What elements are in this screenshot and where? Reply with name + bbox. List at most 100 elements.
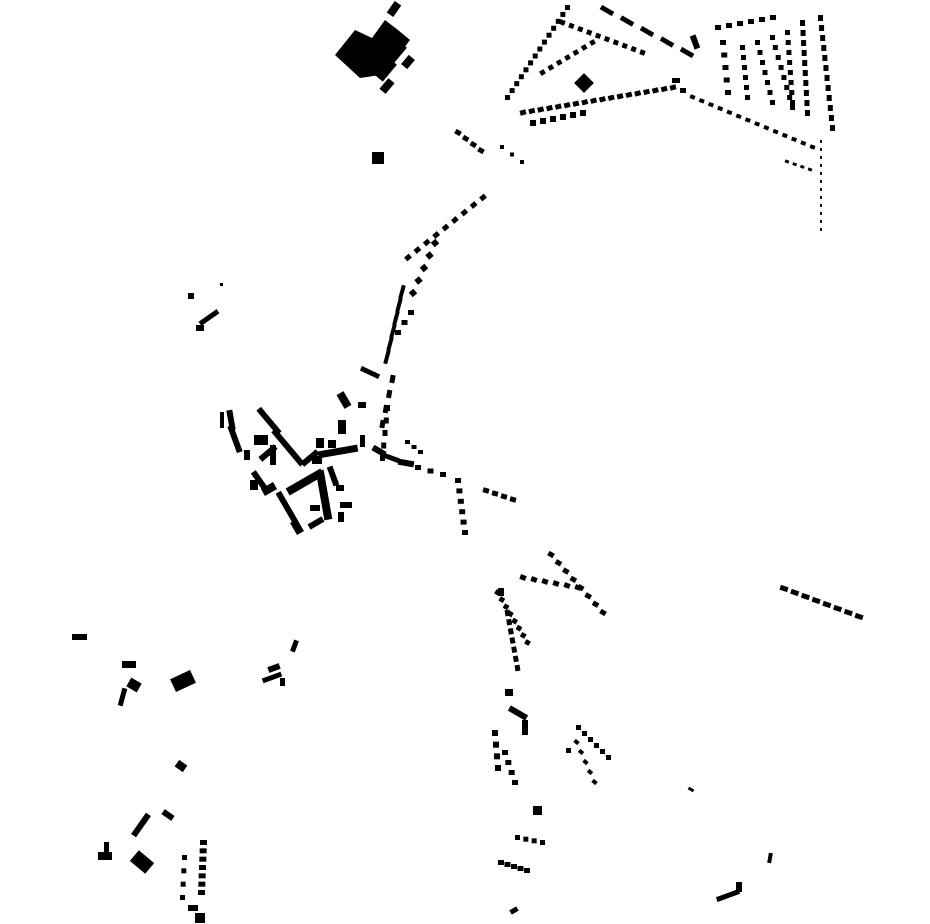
building xyxy=(379,451,401,464)
building xyxy=(500,145,504,149)
building xyxy=(505,760,512,765)
building xyxy=(800,30,806,36)
building xyxy=(220,283,223,286)
building xyxy=(450,216,459,224)
building xyxy=(562,567,570,575)
building xyxy=(745,95,750,100)
building xyxy=(72,634,87,640)
building xyxy=(523,836,529,842)
building xyxy=(360,435,365,447)
building xyxy=(500,493,508,500)
building xyxy=(386,336,394,352)
building xyxy=(188,293,194,299)
building xyxy=(803,80,809,86)
building xyxy=(672,78,680,83)
building xyxy=(659,36,675,48)
building xyxy=(460,519,467,525)
building xyxy=(261,671,283,684)
building xyxy=(541,39,547,45)
building xyxy=(196,325,204,331)
building xyxy=(267,663,281,673)
building xyxy=(775,55,781,60)
building xyxy=(811,596,821,605)
building xyxy=(569,575,578,584)
building xyxy=(539,69,546,76)
building xyxy=(336,391,352,409)
building xyxy=(379,78,395,94)
building xyxy=(689,94,696,100)
building xyxy=(519,574,527,581)
building xyxy=(328,440,336,448)
building xyxy=(568,22,575,30)
building xyxy=(440,472,446,477)
building xyxy=(804,100,810,106)
building xyxy=(725,90,731,95)
building xyxy=(430,238,440,248)
building xyxy=(441,223,450,232)
building xyxy=(244,450,250,460)
building xyxy=(577,25,584,33)
building xyxy=(530,576,538,583)
building xyxy=(198,890,205,895)
building xyxy=(722,65,729,70)
building xyxy=(781,75,787,80)
building xyxy=(411,445,417,449)
building xyxy=(515,624,523,632)
building xyxy=(315,469,333,521)
building xyxy=(824,75,830,81)
building xyxy=(461,134,470,143)
building xyxy=(338,420,346,434)
building xyxy=(767,90,773,95)
building xyxy=(770,15,776,20)
building xyxy=(591,778,598,786)
building xyxy=(721,52,728,58)
building xyxy=(507,627,514,635)
building xyxy=(574,584,582,591)
building xyxy=(519,631,527,639)
building xyxy=(715,25,721,30)
building xyxy=(570,112,576,118)
building xyxy=(789,90,795,95)
buildings-layer xyxy=(72,0,864,923)
building xyxy=(781,132,788,139)
building xyxy=(830,125,835,131)
building xyxy=(582,731,587,736)
building xyxy=(566,748,571,753)
building xyxy=(415,465,421,470)
building xyxy=(547,550,555,559)
building xyxy=(744,117,751,123)
building xyxy=(826,95,832,101)
building xyxy=(408,310,414,315)
building xyxy=(820,196,822,199)
building xyxy=(588,737,593,742)
building xyxy=(737,21,743,26)
building xyxy=(340,502,352,508)
building xyxy=(770,35,775,40)
building xyxy=(405,440,410,444)
building xyxy=(380,455,385,461)
building xyxy=(316,438,324,448)
building xyxy=(598,96,606,103)
building xyxy=(800,20,805,26)
building xyxy=(784,85,790,90)
building xyxy=(531,838,537,844)
building xyxy=(759,17,765,22)
building xyxy=(547,64,555,71)
building xyxy=(515,835,520,840)
building xyxy=(395,297,403,313)
building xyxy=(432,231,441,239)
building xyxy=(492,730,498,736)
building xyxy=(805,110,810,116)
building xyxy=(787,70,793,75)
building xyxy=(398,284,406,300)
building xyxy=(735,113,742,119)
building xyxy=(198,309,220,326)
building xyxy=(530,120,536,126)
building xyxy=(509,906,519,915)
building xyxy=(820,180,822,183)
building xyxy=(455,478,461,483)
building xyxy=(170,670,196,692)
building xyxy=(312,456,322,464)
building xyxy=(427,468,434,474)
building xyxy=(720,40,726,45)
